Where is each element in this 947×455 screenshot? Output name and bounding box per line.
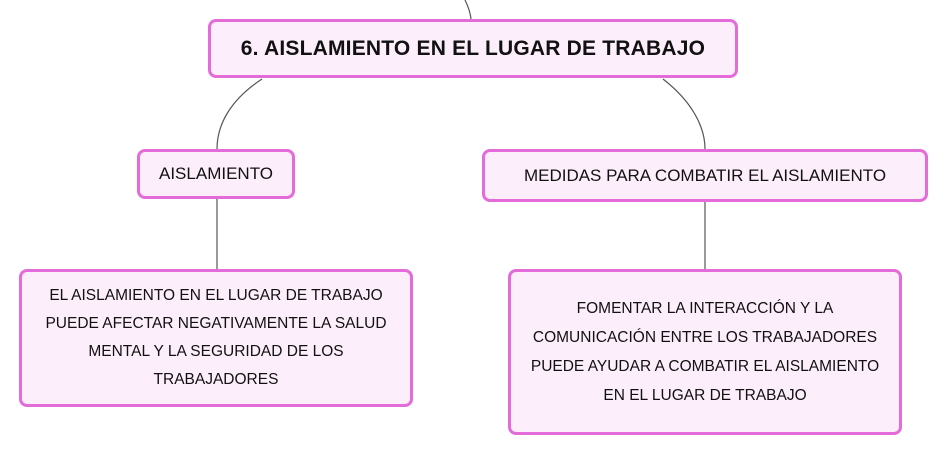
subtopic-aislamiento-label: AISLAMIENTO (159, 164, 273, 183)
connector-root-to-right (662, 78, 706, 150)
detail-aislamiento-node[interactable]: EL AISLAMIENTO EN EL LUGAR DE TRABAJO PU… (19, 269, 413, 407)
detail-medidas-text: FOMENTAR LA INTERACCIÓN Y LA COMUNICACIÓ… (530, 300, 880, 404)
subtopic-medidas-label: MEDIDAS PARA COMBATIR EL AISLAMIENTO (523, 165, 887, 185)
connector-top-incoming (464, 0, 472, 20)
connector-root-to-left (216, 78, 263, 150)
detail-aislamiento-text: EL AISLAMIENTO EN EL LUGAR DE TRABAJO PU… (45, 287, 387, 388)
root-topic-node[interactable]: 6. AISLAMIENTO EN EL LUGAR DE TRABAJO (208, 19, 738, 78)
root-topic-label: 6. AISLAMIENTO EN EL LUGAR DE TRABAJO (240, 36, 706, 60)
detail-medidas-node[interactable]: FOMENTAR LA INTERACCIÓN Y LA COMUNICACIÓ… (508, 269, 902, 435)
subtopic-medidas-node[interactable]: MEDIDAS PARA COMBATIR EL AISLAMIENTO (482, 149, 928, 202)
subtopic-aislamiento-node[interactable]: AISLAMIENTO (137, 149, 295, 199)
